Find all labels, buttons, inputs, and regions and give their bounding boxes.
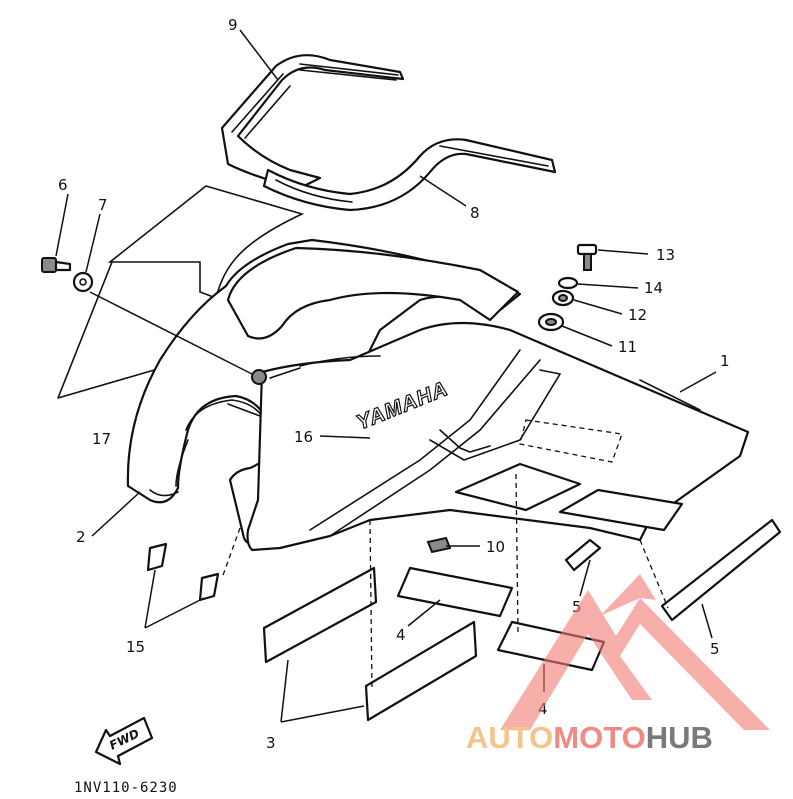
nut-12 xyxy=(551,289,575,307)
label-part-10: 10 xyxy=(486,538,505,556)
watermark-moto: MOTO xyxy=(553,720,645,755)
leader-lines xyxy=(55,29,717,723)
trim-strip-4a xyxy=(396,566,514,618)
label-part-14: 14 xyxy=(644,279,663,297)
damper-11 xyxy=(537,312,565,332)
watermark-auto: AUTO xyxy=(466,720,553,755)
trim-strip-3a xyxy=(262,566,378,664)
clip-10 xyxy=(426,536,452,554)
label-part-3: 3 xyxy=(266,734,276,752)
trim-strip-5a xyxy=(564,538,602,572)
watermark-mountain-icon xyxy=(500,590,770,730)
label-part-15: 15 xyxy=(126,638,145,656)
grommet xyxy=(251,369,267,385)
label-part-13: 13 xyxy=(656,246,675,264)
bolt-13 xyxy=(576,243,598,271)
washer xyxy=(72,271,94,293)
label-part-4a: 4 xyxy=(396,626,406,644)
label-part-5a: 5 xyxy=(572,598,582,616)
label-part-11: 11 xyxy=(618,338,637,356)
drawing-code: 1NV110-6230 xyxy=(74,780,178,796)
watermark-text: AUTOMOTOHUB xyxy=(466,720,713,755)
label-part-1: 1 xyxy=(720,352,730,370)
label-part-6: 6 xyxy=(58,176,68,194)
part-number-labels: 9 8 6 7 13 14 12 11 1 16 17 2 10 15 4 5 … xyxy=(58,16,730,752)
label-part-9: 9 xyxy=(228,16,238,34)
windshield-trim-upper xyxy=(220,54,405,190)
windshield-trim-lower xyxy=(262,138,557,212)
cushion-15 xyxy=(146,542,220,602)
label-part-4b: 4 xyxy=(538,700,548,718)
forward-direction-arrow: FWD xyxy=(94,716,154,766)
trim-strip-3b xyxy=(364,620,478,722)
label-part-5b: 5 xyxy=(710,640,720,658)
washer-14 xyxy=(557,276,579,290)
label-part-12: 12 xyxy=(628,306,647,324)
label-part-2: 2 xyxy=(76,528,86,546)
label-part-16: 16 xyxy=(294,428,313,446)
watermark-logo xyxy=(500,574,770,730)
label-part-7: 7 xyxy=(98,196,108,214)
mounting-screw xyxy=(41,257,72,273)
lower-fairing-panel xyxy=(246,321,750,552)
trim-strip-5b xyxy=(660,518,782,622)
label-part-17: 17 xyxy=(92,430,111,448)
watermark-hub: HUB xyxy=(646,720,713,755)
label-part-8: 8 xyxy=(470,204,480,222)
